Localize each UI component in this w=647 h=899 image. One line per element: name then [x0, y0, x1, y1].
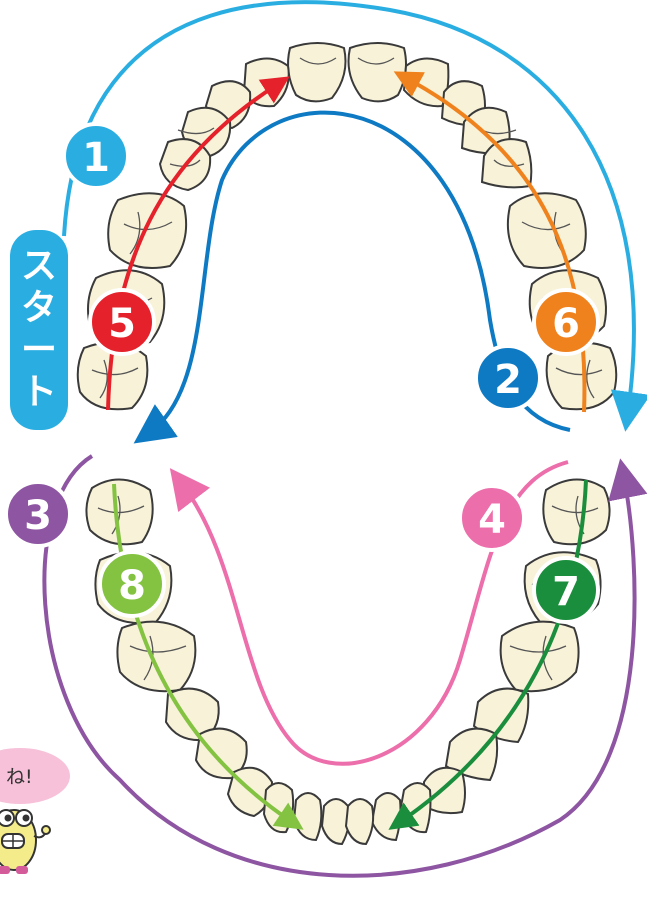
step-marker-6: 6 [532, 288, 600, 356]
svg-text:タ: タ [21, 288, 57, 329]
svg-text:ト: ト [21, 372, 57, 413]
route-line-1 [62, 0, 647, 432]
route-line-3 [42, 454, 647, 878]
svg-text:ス: ス [21, 246, 57, 287]
svg-text:2: 2 [494, 357, 522, 403]
svg-text:8: 8 [118, 563, 146, 609]
svg-text:4: 4 [478, 497, 506, 543]
svg-text:5: 5 [108, 301, 136, 347]
start-label: ス タ ー ト [10, 230, 68, 430]
step-marker-5: 5 [88, 288, 156, 356]
speech-bubble: ね! [0, 748, 70, 804]
step-marker-8: 8 [98, 550, 166, 618]
step-marker-7: 7 [532, 556, 600, 624]
lower-teeth [85, 478, 611, 846]
svg-text:6: 6 [552, 301, 580, 347]
svg-text:1: 1 [82, 135, 110, 181]
svg-text:7: 7 [552, 569, 580, 615]
step-marker-2: 2 [474, 344, 542, 412]
speech-bubble-text: ね! [6, 766, 33, 788]
route-line-7 [388, 479, 588, 830]
step-marker-1: 1 [62, 122, 130, 190]
mascot-character [0, 809, 51, 874]
route-line-8 [112, 483, 304, 830]
svg-text:ー: ー [21, 330, 57, 371]
route-line-6 [393, 71, 587, 413]
step-marker-4: 4 [458, 484, 526, 552]
upper-teeth [76, 42, 618, 411]
svg-text:3: 3 [24, 493, 52, 539]
step-marker-3: 3 [4, 480, 72, 548]
